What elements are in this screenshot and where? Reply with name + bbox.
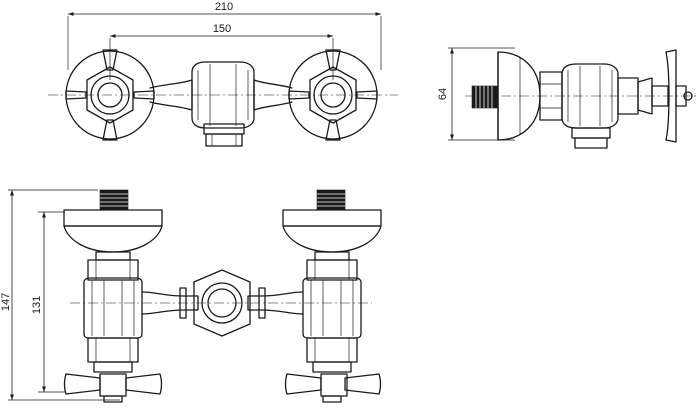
left-nut: [86, 66, 134, 124]
dim-label-150: 150: [213, 23, 231, 35]
central-hex-outlet: [193, 269, 251, 337]
left-valve-front: [63, 189, 163, 403]
dim-label-147: 147: [0, 293, 12, 311]
right-valve-front: [282, 189, 382, 403]
dim-label-131: 131: [31, 296, 43, 314]
front-view: 147 131: [0, 189, 382, 403]
dim-label-64: 64: [437, 88, 449, 100]
side-view: 64: [437, 47, 698, 149]
side-handle: [665, 49, 677, 143]
dim-label-210: 210: [215, 1, 233, 13]
center-body-top: [191, 61, 255, 129]
top-view: 210 150: [48, 1, 398, 147]
right-nut: [309, 66, 357, 124]
